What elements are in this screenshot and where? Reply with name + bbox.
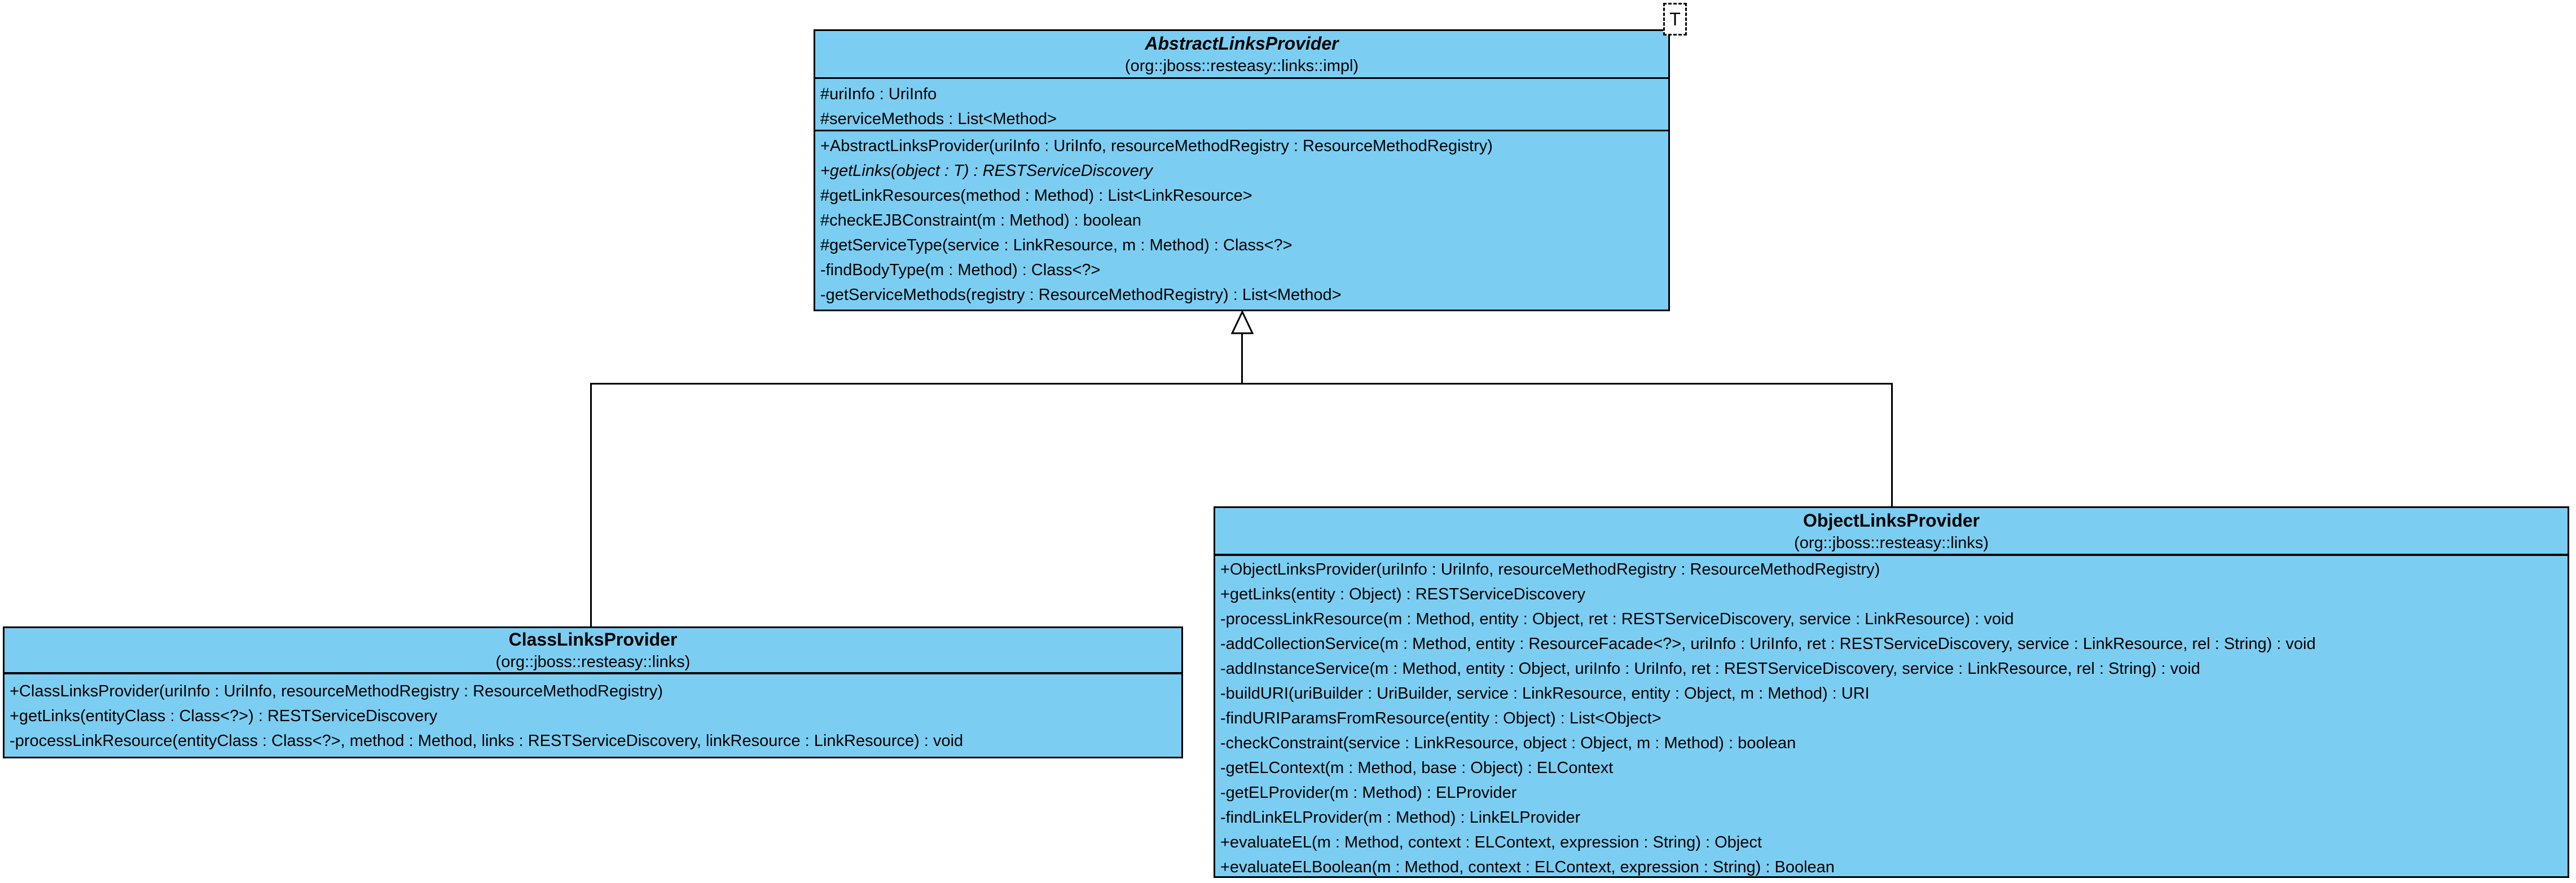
generalization-arrow-icon xyxy=(1230,310,1254,334)
method-row: +getLinks(object : T) : RESTServiceDisco… xyxy=(820,162,1153,180)
method-row: #getLinkResources(method : Method) : Lis… xyxy=(820,187,1252,205)
method-row: -findURIParamsFromResource(entity : Obje… xyxy=(1220,709,1661,727)
class-package: (org::jboss::resteasy::links) xyxy=(1794,533,1989,552)
method-row: -getELProvider(m : Method) : ELProvider xyxy=(1220,784,1517,802)
method-row: +AbstractLinksProvider(uriInfo : UriInfo… xyxy=(820,137,1493,155)
class-header: AbstractLinksProvider (org::jboss::reste… xyxy=(815,31,1668,79)
class-title: ObjectLinksProvider xyxy=(1803,510,1980,531)
attribute-row: #serviceMethods : List<Method> xyxy=(820,110,1057,128)
class-package: (org::jboss::resteasy::links) xyxy=(495,653,691,671)
attribute-row: #uriInfo : UriInfo xyxy=(820,85,937,103)
generalization-edge-classlinksprovider[interactable] xyxy=(590,383,592,626)
generalization-edge-horizontal[interactable] xyxy=(590,383,1893,385)
method-row: -findBodyType(m : Method) : Class<?> xyxy=(820,261,1101,279)
template-parameter-label: T xyxy=(1669,8,1681,29)
methods-compartment: +ObjectLinksProvider(uriInfo : UriInfo, … xyxy=(1215,556,2568,880)
attributes-compartment: #uriInfo : UriInfo #serviceMethods : Lis… xyxy=(815,79,1668,131)
methods-compartment: +AbstractLinksProvider(uriInfo : UriInfo… xyxy=(815,131,1668,307)
method-row: -addCollectionService(m : Method, entity… xyxy=(1220,635,2316,653)
class-title: ClassLinksProvider xyxy=(508,629,678,650)
class-box-class-links-provider[interactable]: ClassLinksProvider (org::jboss::resteasy… xyxy=(3,626,1183,758)
method-row: -processLinkResource(m : Method, entity … xyxy=(1220,610,2014,628)
generalization-edge-objectlinksprovider[interactable] xyxy=(1891,383,1893,506)
class-box-abstract-links-provider[interactable]: AbstractLinksProvider (org::jboss::reste… xyxy=(814,29,1670,311)
method-row: #checkEJBConstraint(m : Method) : boolea… xyxy=(820,211,1141,229)
method-row: -buildURI(uriBuilder : UriBuilder, servi… xyxy=(1220,685,1870,703)
method-row: -addInstanceService(m : Method, entity :… xyxy=(1220,660,2200,678)
generalization-edge-stem[interactable] xyxy=(1241,333,1243,385)
method-row: +ClassLinksProvider(uriInfo : UriInfo, r… xyxy=(10,682,663,700)
class-header: ClassLinksProvider (org::jboss::resteasy… xyxy=(5,628,1181,674)
method-row: -findLinkELProvider(m : Method) : LinkEL… xyxy=(1220,809,1581,827)
method-row: +ObjectLinksProvider(uriInfo : UriInfo, … xyxy=(1220,560,1880,579)
method-row: +evaluateEL(m : Method, context : ELCont… xyxy=(1220,833,1762,851)
method-row: +getLinks(entity : Object) : RESTService… xyxy=(1220,585,1586,603)
method-row: -getELContext(m : Method, base : Object)… xyxy=(1220,759,1614,777)
class-header: ObjectLinksProvider (org::jboss::resteas… xyxy=(1215,508,2568,556)
method-row: -getServiceMethods(registry : ResourceMe… xyxy=(820,286,1342,304)
method-row: -processLinkResource(entityClass : Class… xyxy=(10,732,964,750)
class-title: AbstractLinksProvider xyxy=(1145,33,1339,54)
method-row: #getServiceType(service : LinkResource, … xyxy=(820,236,1293,254)
method-row: -checkConstraint(service : LinkResource,… xyxy=(1220,734,1796,752)
method-row: +getLinks(entityClass : Class<?>) : REST… xyxy=(10,707,438,725)
methods-compartment: +ClassLinksProvider(uriInfo : UriInfo, r… xyxy=(5,674,1181,753)
template-parameter-box: T xyxy=(1663,3,1687,36)
class-package: (org::jboss::resteasy::links::impl) xyxy=(1124,57,1359,75)
method-row: +evaluateELBoolean(m : Method, context :… xyxy=(1220,858,1835,876)
class-box-object-links-provider[interactable]: ObjectLinksProvider (org::jboss::resteas… xyxy=(1214,506,2569,878)
